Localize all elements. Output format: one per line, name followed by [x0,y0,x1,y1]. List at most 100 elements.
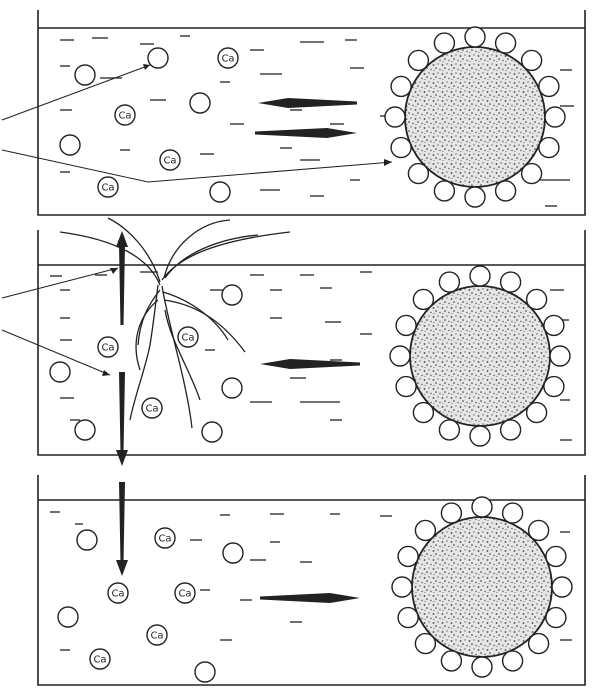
calcium-ion: Ca [408,0,428,70]
ion-label: Ca [101,343,114,354]
cation [522,164,542,184]
cation [472,497,492,517]
cation [539,138,559,158]
cation [544,315,564,335]
cation [529,634,549,654]
calcium-ion: Ca [142,398,162,418]
calcium-ion: Ca [391,0,411,96]
cation [550,346,570,366]
cation [434,181,454,201]
cation [190,93,210,113]
ion-label: Ca [118,111,131,122]
ion-label: Ca [178,589,191,600]
soil-colloid [410,286,550,426]
plant-roots [60,218,290,428]
calcium-ion: Ca [90,649,110,669]
cation [408,164,428,184]
calcium-ion: Ca [98,177,118,197]
calcium-ion: Ca [115,105,135,125]
cation [527,403,547,423]
root [162,232,290,280]
cation [546,608,566,628]
cation [75,420,95,440]
ion-label: Ca [221,54,234,65]
cation [195,662,215,682]
cation [544,377,564,397]
ion-label: Ca [145,404,158,415]
calcium-ion: Ca [390,0,410,366]
cation [465,27,485,47]
cation [529,520,549,540]
cation [501,420,521,440]
cation [465,187,485,207]
cation [439,420,459,440]
root [165,235,258,278]
pointer-line [2,268,118,298]
cation [222,378,242,398]
panel-top: CaCaCaCaCaCaCaCa [38,0,585,215]
cation [148,48,168,68]
cation [501,272,521,292]
root [164,220,230,278]
arrow-right [255,128,357,138]
calcium-ion: Ca [175,583,195,603]
vertical-movement-arrows [116,231,128,576]
cation [439,272,459,292]
cation [441,651,461,671]
calcium-ion: Ca [218,48,238,68]
cation [503,651,523,671]
calcium-ion: Ca [155,528,175,548]
ion-label: Ca [419,0,432,3]
cation [539,76,559,96]
cation [50,362,70,382]
cation [77,530,97,550]
cation [202,422,222,442]
cation [223,543,243,563]
ion-label: Ca [445,0,458,3]
arrow-up [116,231,128,325]
cation [470,266,490,286]
soil-colloid [405,47,545,187]
cation [222,285,242,305]
ion-label: Ca [402,0,415,3]
ion-label: Ca [101,183,114,194]
cation [434,33,454,53]
ion-label: Ca [158,534,171,545]
calcium-ion: Ca [178,327,198,347]
ion-label: Ca [163,156,176,167]
arrow-down [116,372,128,466]
arrow-right [260,593,360,603]
cation [522,50,542,70]
arrow-down [116,482,128,576]
calcium-ion: Ca [160,150,180,170]
calcium-ion: Ca [147,625,167,645]
cation [75,65,95,85]
ion-label: Ca [181,333,194,344]
arrow-left [260,359,360,369]
ion-label: Ca [111,589,124,600]
ion-label: Ca [150,631,163,642]
cation [503,503,523,523]
arrow-left [258,98,357,108]
calcium-ion: Ca [98,337,118,357]
cation [496,33,516,53]
cation [552,577,572,597]
cation [58,607,78,627]
cation [413,403,433,423]
cation [60,135,80,155]
calcium-ion: Ca [108,583,128,603]
cation [470,426,490,446]
cation [210,182,230,202]
cation [546,546,566,566]
cation [527,289,547,309]
ion-label: Ca [93,655,106,666]
cation [496,181,516,201]
cation [545,107,565,127]
pointer-line [2,150,392,182]
root [60,232,160,285]
cation [472,657,492,677]
root [162,286,192,428]
calcium-ion: Ca [385,0,405,127]
soil-colloid [412,517,552,657]
cation [415,634,435,654]
